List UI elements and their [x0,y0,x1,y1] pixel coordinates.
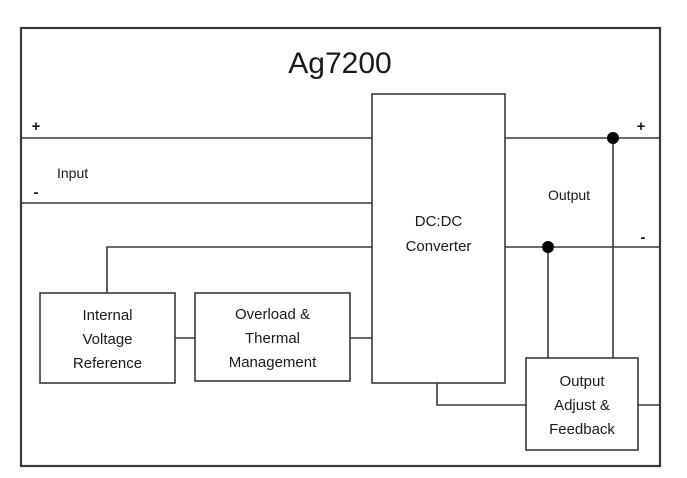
output-positive-junction-dot [607,132,619,144]
output-adjust-feedback-label-line-3: Feedback [549,421,615,438]
overload-thermal-management-box [194,292,351,382]
input-label: Input [57,165,88,181]
internal-voltage-reference-label-line-2: Voltage [82,331,132,348]
output-adjust-feedback-label-line-2: Adjust & [554,397,610,414]
output-negative-sign: - [641,229,646,246]
page-title: Ag7200 [288,47,391,80]
internal-voltage-reference-label-line-3: Reference [73,355,142,372]
overload-thermal-management-label-line-1: Overload & [235,306,310,323]
converter-feedback-wire [436,382,527,406]
input-positive-sign: + [32,118,41,135]
input-negative-sign: - [34,184,39,201]
output-positive-sign: + [637,118,646,135]
output-negative-junction-dot [542,241,554,253]
output-adjust-feedback-label-line-1: Output [559,373,605,390]
output-adjust-feedback-box [525,357,639,451]
overload-thermal-management-label-line-3: Management [229,354,317,371]
overload-thermal-management-label-line-2: Thermal [245,330,300,347]
output-adjust-feedback-block: Output Adjust & Feedback [525,357,639,451]
internal-voltage-reference-label-line-1: Internal [82,307,132,324]
dcdc-converter-block: DC:DC Converter [371,93,506,384]
reference-supply-wire [106,246,373,294]
dcdc-converter-label-line-1: DC:DC [415,213,463,230]
dcdc-converter-box [371,93,506,384]
dcdc-converter-label-line-2: Converter [406,238,472,255]
overload-thermal-management-block: Overload & Thermal Management [194,292,351,382]
output-label: Output [548,187,590,203]
internal-voltage-reference-block: Internal Voltage Reference [39,292,176,384]
internal-voltage-reference-box [39,292,176,384]
